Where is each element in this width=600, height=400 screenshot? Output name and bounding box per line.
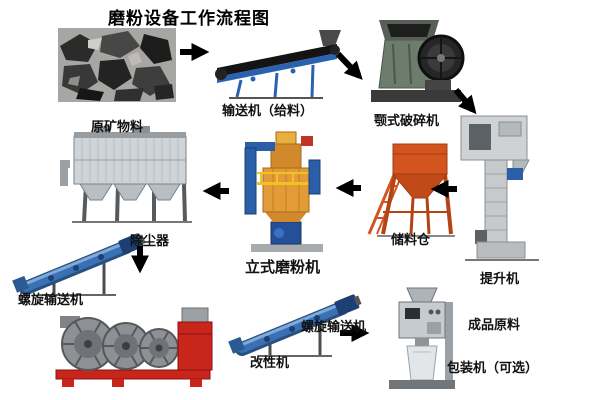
finished-product-label: 成品原料 xyxy=(468,318,521,333)
dust-collector-label: 除尘器 xyxy=(130,234,170,249)
screw-conveyor-1-label: 螺旋输送机 xyxy=(18,293,84,308)
silo-illustration xyxy=(367,143,455,237)
raw-material-photo xyxy=(58,28,176,102)
dust-collector-illustration xyxy=(60,126,192,223)
screw-conveyor-1-illustration xyxy=(12,233,146,296)
conveyor-label: 输送机（给料） xyxy=(222,104,314,119)
silo-label: 储料仓 xyxy=(391,233,431,248)
elevator-illustration xyxy=(460,115,539,261)
jaw-crusher-label: 颚式破碎机 xyxy=(374,114,440,129)
screw-conveyor-2-illustration xyxy=(228,294,362,357)
conveyor-illustration xyxy=(215,30,341,99)
vertical-mill-illustration xyxy=(244,131,323,252)
page-title: 磨粉设备工作流程图 xyxy=(108,9,270,29)
packing-machine-label: 包装机（可选） xyxy=(447,361,539,376)
packing-machine-illustration xyxy=(389,287,455,389)
vertical-mill-label: 立式磨粉机 xyxy=(245,258,321,276)
modifier-label: 改性机 xyxy=(250,356,290,371)
elevator-label: 提升机 xyxy=(480,272,520,287)
screw-conveyor-2-label: 螺旋输送机 xyxy=(301,320,367,335)
modifier-illustration xyxy=(55,307,213,387)
jaw-crusher-illustration xyxy=(371,20,465,102)
raw-material-label: 原矿物料 xyxy=(91,120,144,135)
